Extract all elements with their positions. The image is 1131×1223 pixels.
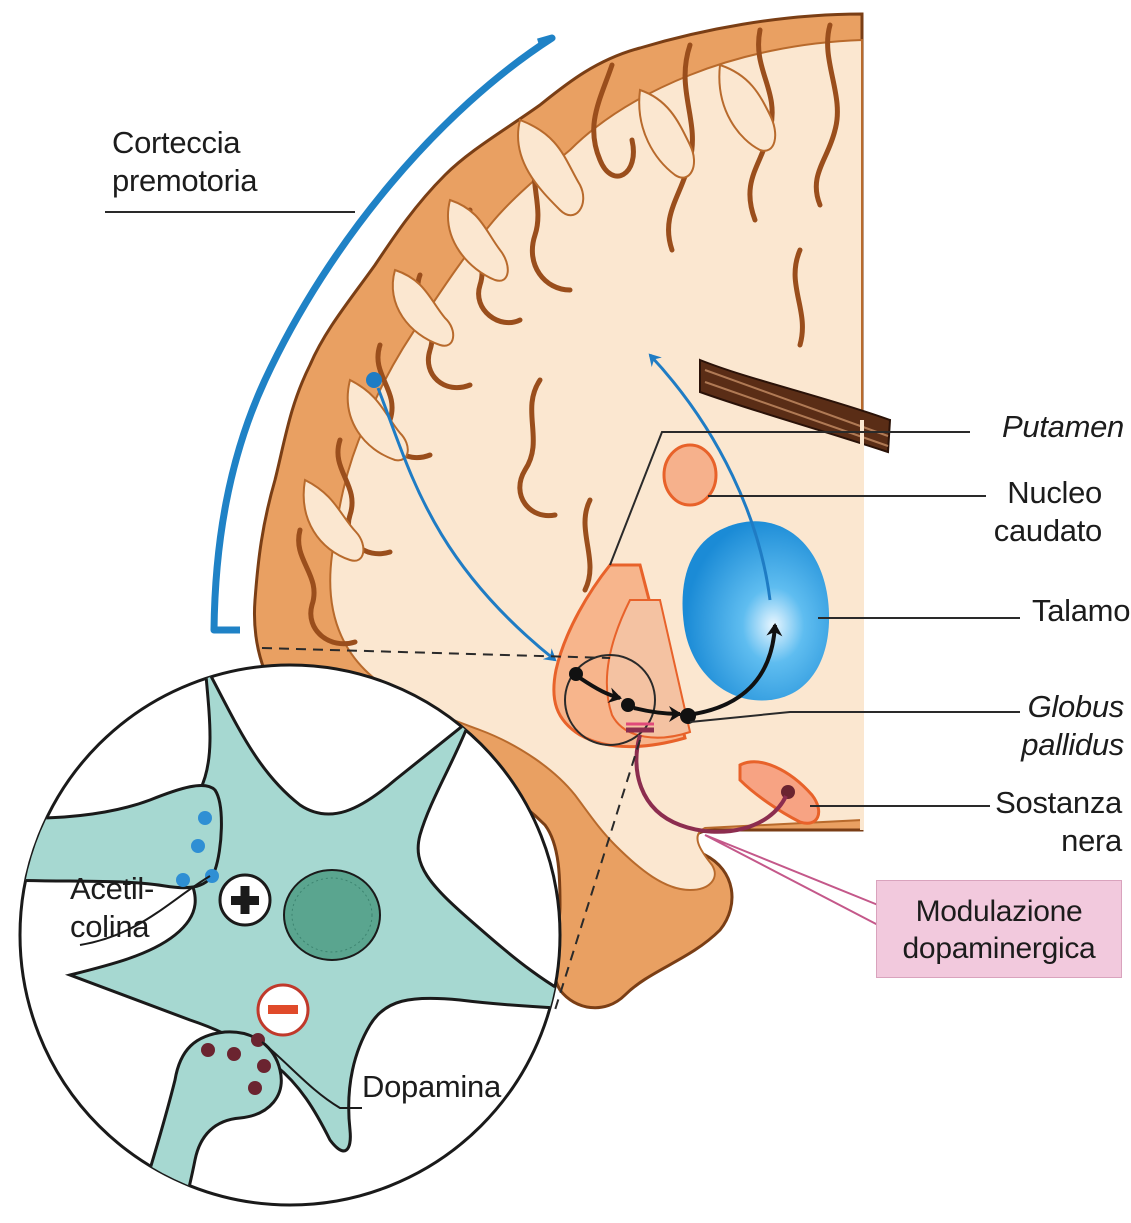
plus-icon [220,875,270,925]
cortex-neuron-dot [366,372,382,388]
label-globus-pallidus-line1: Globus [1000,688,1124,726]
label-modulation-line1: Modulazione [877,881,1121,930]
label-dopamine: Dopamina [362,1068,501,1106]
minus-icon [258,985,308,1035]
label-substantia-nigra-line2: nera [990,822,1122,860]
label-premotor-cortex-line2: premotoria [112,162,257,200]
label-premotor-cortex-line1: Corteccia [112,124,240,162]
label-caudate-line1: Nucleo [992,474,1102,512]
label-globus-pallidus-line2: pallidus [1000,726,1124,764]
label-thalamus: Talamo [1032,592,1130,630]
label-modulation-line2: dopaminergica [877,930,1121,967]
dopaminergic-modulation-box: Modulazione dopaminergica [876,880,1122,978]
label-acetylcholine-line1: Acetil- [70,870,154,908]
label-substantia-nigra-line1: Sostanza [990,784,1122,822]
label-caudate-line2: caudato [982,512,1102,550]
cell-nucleus [284,870,380,960]
label-putamen: Putamen [1002,408,1124,446]
label-acetylcholine-line2: colina [70,908,149,946]
